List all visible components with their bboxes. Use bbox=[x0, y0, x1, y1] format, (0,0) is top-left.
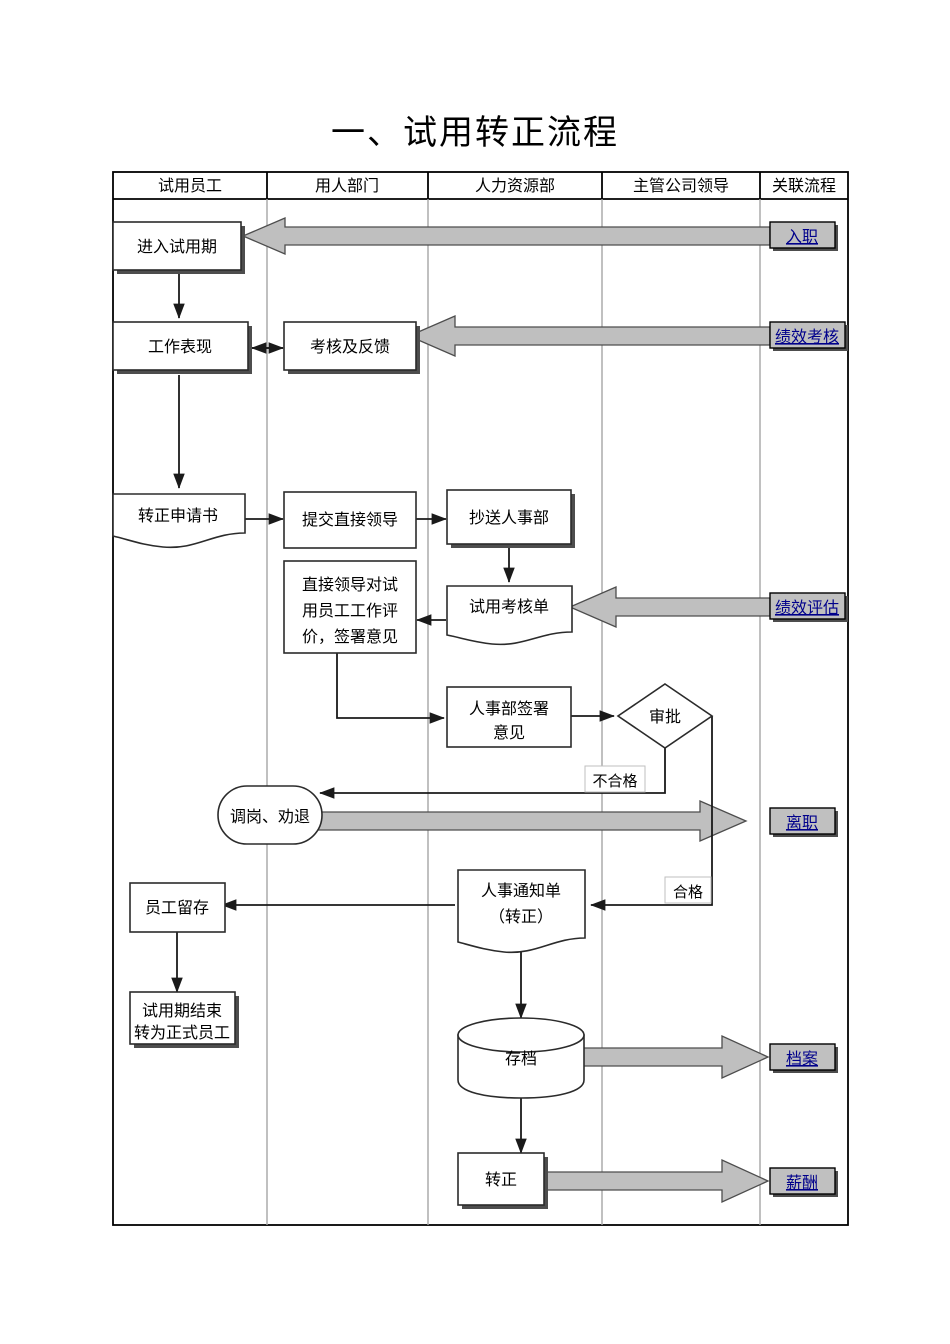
node-leader-evaluation[interactable]: 直接领导对试 用员工工作评 价，签署意见 bbox=[283, 560, 417, 654]
link-box-performance-assessment[interactable]: 绩效考核 bbox=[769, 321, 848, 351]
column-header-employee: 试用员工 bbox=[158, 176, 222, 195]
link-box-performance-evaluation-label: 绩效评估 bbox=[775, 598, 839, 617]
node-work-performance-label: 工作表现 bbox=[148, 337, 212, 356]
link-box-resignation[interactable]: 离职 bbox=[769, 807, 838, 837]
column-header-hr: 人力资源部 bbox=[475, 176, 555, 195]
link-box-resignation-label: 离职 bbox=[786, 813, 818, 832]
link-box-onboarding-label: 入职 bbox=[786, 227, 818, 246]
node-hr-notice-line2: （转正） bbox=[489, 907, 553, 926]
node-probation-end[interactable]: 试用期结束 转为正式员工 bbox=[129, 991, 239, 1048]
node-probation-form-label: 试用考核单 bbox=[469, 597, 549, 616]
page-title: 一、试用转正流程 bbox=[331, 113, 619, 153]
node-hr-signature-line2: 意见 bbox=[493, 723, 525, 742]
node-copy-to-hr-label: 抄送人事部 bbox=[469, 508, 549, 527]
node-transfer-dismiss-label: 调岗、劝退 bbox=[230, 807, 310, 826]
node-hr-notice-line1: 人事通知单 bbox=[481, 881, 561, 900]
column-headers: 试用员工 用人部门 人力资源部 主管公司领导 关联流程 bbox=[158, 176, 836, 195]
node-archive-label: 存档 bbox=[505, 1049, 537, 1068]
node-regular-application[interactable]: 转正申请书 bbox=[112, 493, 246, 549]
link-box-salary-label: 薪酬 bbox=[786, 1173, 818, 1192]
node-assess-feedback[interactable]: 考核及反馈 bbox=[283, 321, 420, 374]
node-become-regular[interactable]: 转正 bbox=[457, 1152, 548, 1209]
node-submit-to-leader[interactable]: 提交直接领导 bbox=[283, 491, 417, 549]
link-box-performance-evaluation[interactable]: 绩效评估 bbox=[769, 592, 848, 622]
node-submit-to-leader-label: 提交直接领导 bbox=[302, 510, 398, 529]
link-box-onboarding[interactable]: 入职 bbox=[769, 221, 838, 251]
block-arrow-resignation bbox=[289, 800, 748, 842]
node-approval[interactable]: 审批 bbox=[616, 683, 714, 749]
node-enter-probation[interactable]: 进入试用期 bbox=[112, 221, 245, 274]
connectors bbox=[171, 271, 713, 1154]
node-regular-application-label: 转正申请书 bbox=[138, 506, 218, 525]
node-transfer-dismiss[interactable]: 调岗、劝退 bbox=[217, 785, 323, 845]
node-hr-signature-line1: 人事部签署 bbox=[469, 699, 549, 718]
node-work-performance[interactable]: 工作表现 bbox=[112, 321, 252, 374]
node-copy-to-hr[interactable]: 抄送人事部 bbox=[446, 489, 575, 548]
node-employee-keep-label: 员工留存 bbox=[145, 898, 209, 917]
link-box-salary[interactable]: 薪酬 bbox=[769, 1167, 838, 1197]
node-enter-probation-label: 进入试用期 bbox=[137, 237, 217, 256]
column-header-department: 用人部门 bbox=[315, 176, 379, 195]
swimlane-frame bbox=[112, 171, 849, 1226]
link-box-archive-label: 档案 bbox=[786, 1049, 818, 1068]
node-assess-feedback-label: 考核及反馈 bbox=[310, 337, 390, 356]
node-leader-evaluation-line3: 价，签署意见 bbox=[302, 627, 398, 646]
link-box-performance-assessment-label: 绩效考核 bbox=[775, 327, 839, 346]
node-approval-label: 审批 bbox=[649, 707, 681, 726]
node-hr-notice[interactable]: 人事通知单 （转正） bbox=[457, 869, 586, 954]
block-arrow-performance-evaluation bbox=[568, 586, 771, 628]
node-become-regular-label: 转正 bbox=[485, 1170, 517, 1189]
node-probation-end-line1: 试用期结束 bbox=[142, 1001, 222, 1020]
edge-label-pass-text: 合格 bbox=[673, 883, 703, 901]
column-header-leader: 主管公司领导 bbox=[633, 176, 729, 195]
node-probation-form[interactable]: 试用考核单 bbox=[446, 585, 573, 646]
column-header-related: 关联流程 bbox=[772, 176, 836, 195]
block-arrow-performance-assessment bbox=[407, 315, 771, 357]
block-arrow-salary bbox=[544, 1158, 770, 1204]
edge-label-pass: 合格 bbox=[664, 876, 712, 904]
edge-label-fail-text: 不合格 bbox=[592, 772, 637, 790]
node-archive[interactable]: 存档 bbox=[457, 1017, 585, 1099]
edge-label-fail: 不合格 bbox=[584, 765, 646, 793]
node-hr-signature[interactable]: 人事部签署 意见 bbox=[446, 686, 572, 748]
node-employee-keep[interactable]: 员工留存 bbox=[129, 882, 226, 933]
node-leader-evaluation-line1: 直接领导对试 bbox=[302, 575, 398, 594]
block-arrow-onboarding bbox=[241, 217, 771, 255]
node-probation-end-line2: 转为正式员工 bbox=[134, 1023, 230, 1042]
node-leader-evaluation-line2: 用员工工作评 bbox=[302, 601, 398, 620]
link-box-archive[interactable]: 档案 bbox=[769, 1043, 838, 1073]
